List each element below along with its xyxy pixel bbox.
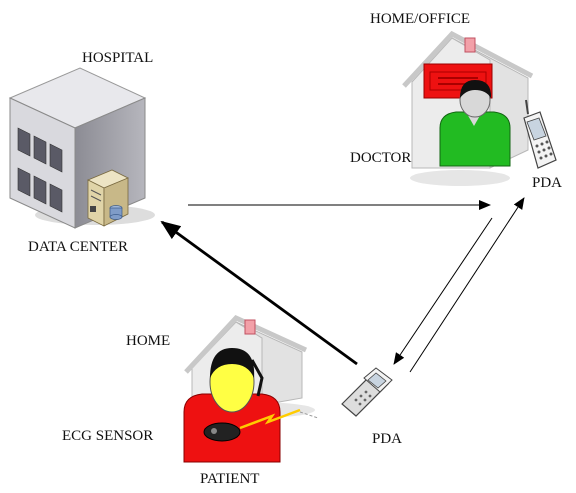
patient-pda-label: PDA [372,431,403,447]
doctor-person-icon [439,80,511,167]
patient-label: PATIENT [200,471,260,487]
hospital-building-icon [8,67,155,229]
home-office-label: HOME/OFFICE [370,11,471,27]
doctor-label: DOCTOR [350,150,412,166]
patient-pda-phone-icon [341,367,393,417]
ecg-sensor-icon [203,408,301,442]
server-icon [87,169,129,227]
patient-pda-to-datacenter-arrow [160,220,358,366]
doctor-pda-to-patient-pda-arrow [393,217,493,365]
doctor-pda-label: PDA [532,175,563,191]
sensor-to-pda-link [299,411,319,419]
doctor-pda-phone-icon [523,99,557,169]
database-icon [109,205,123,220]
hospital-label: HOSPITAL [82,50,154,66]
data-center-label: DATA CENTER [28,239,129,255]
patient-pda-to-doctor-pda-arrow [409,197,525,373]
patient-home-label: HOME [126,333,171,349]
ecg-sensor-label: ECG SENSOR [62,428,154,444]
